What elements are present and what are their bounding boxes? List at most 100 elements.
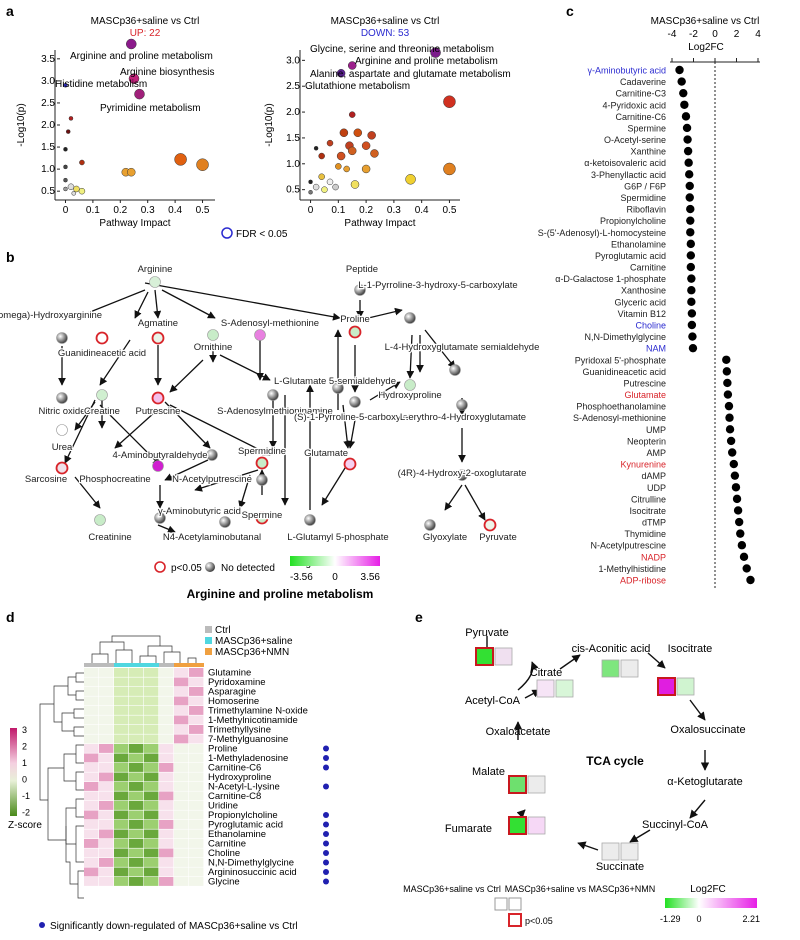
heatmap-cell — [99, 763, 114, 772]
heatmap-cell — [159, 715, 174, 725]
chart-c-row-label: Carnitine — [630, 263, 666, 273]
heatmap-cell — [114, 744, 129, 753]
heatmap-cell — [174, 763, 189, 772]
chart-c-dot — [726, 436, 736, 446]
legend-e-fc-label: Log2FC — [690, 884, 726, 895]
chart-c-row-label: Phosphoethanolamine — [576, 402, 666, 412]
chart-a-right-ytick-label: 1.0 — [286, 159, 300, 170]
chart-c-row-label: Pyridoxal 5'-phosphate — [575, 355, 666, 365]
chart-a-right-xtick-label: 0.3 — [387, 205, 401, 216]
heatmap-cell — [144, 791, 159, 801]
chart-c-xtick-label: -2 — [689, 29, 698, 40]
heatmap-cell — [84, 839, 99, 848]
pathway-node — [343, 457, 357, 471]
chart-c-dot — [725, 425, 735, 434]
heatmap-cell — [174, 706, 189, 715]
tca-box-saline-vs-nmn — [527, 775, 546, 794]
chart-c-dot — [681, 112, 691, 121]
heatmap-row-label: Hydroxyproline — [208, 772, 271, 783]
chart-a-left-xtick-label: 0.3 — [141, 205, 155, 216]
heatmap-cell — [144, 839, 159, 848]
chart-a-right-xtick-label: 0.5 — [442, 205, 456, 216]
heatmap-cell — [129, 687, 144, 696]
chart-a-right-point — [326, 139, 334, 147]
chart-c-row-label: Spermine — [627, 123, 666, 133]
heatmap-row-label: 1-Methyladenosine — [208, 753, 288, 764]
heatmap-cell — [99, 867, 114, 877]
heatmap-cell — [189, 877, 204, 886]
chart-c-row-label: UMP — [646, 425, 666, 435]
significance-dot — [323, 821, 329, 828]
heatmap-cell — [189, 744, 204, 753]
heatmap-row-label: Ethanolamine — [208, 829, 266, 840]
chart-a-right-point — [326, 178, 334, 186]
heatmap-cell — [114, 858, 129, 867]
heatmap-cell — [189, 715, 204, 725]
legend-p-label: p<0.05 — [171, 563, 202, 574]
chart-a-right-title: MASCp36+saline vs Ctrl — [331, 16, 440, 27]
legend-p-symbol — [154, 561, 166, 573]
chart-c-row-label: 1-Methylhistidine — [598, 564, 666, 574]
heatmap-cell — [129, 753, 144, 763]
heatmap-cell — [114, 877, 129, 886]
group-bar-cell — [129, 663, 144, 667]
chart-c-dot — [685, 193, 694, 202]
heatmap-cell — [99, 677, 114, 687]
tca-node-label: Acetyl-CoA — [465, 695, 521, 707]
heatmap-cell — [84, 801, 99, 810]
heatmap-cell — [129, 763, 144, 772]
chart-a-left-point — [63, 147, 68, 152]
heatmap-cell — [84, 753, 99, 763]
tca-node-label: Succinate — [596, 861, 644, 873]
chart-c-row-label: Choline — [635, 321, 666, 331]
chart-a-right-point — [336, 69, 346, 78]
heatmap-cell — [189, 829, 204, 839]
chart-a-left-ytick-label: 3.5 — [41, 54, 55, 65]
legend-saline-swatch — [205, 637, 212, 644]
tca-node-label: cis-Aconitic acid — [572, 643, 651, 655]
heatmap-cell — [84, 877, 99, 886]
pathway-node-label: N-Acetylputrescine — [172, 474, 252, 485]
heatmap-cell — [174, 677, 189, 687]
column-dendrogram — [91, 635, 197, 664]
pathway-node-label: Creatine — [84, 406, 120, 417]
heatmap-cell — [129, 848, 144, 858]
group-bar-cell — [99, 663, 114, 667]
chart-a-right-point — [335, 163, 342, 170]
heatmap-cell — [174, 668, 189, 677]
tca-box-saline-vs-ctrl — [508, 775, 527, 794]
heatmap-cell — [129, 734, 144, 744]
chart-a-right-xtick-label: 0 — [308, 205, 314, 216]
chart-c-row-label: Xanthine — [630, 147, 666, 157]
heatmap-cell — [84, 772, 99, 782]
chart-c-row-label: NAM — [646, 344, 666, 354]
heatmap-cell — [114, 820, 129, 829]
pathway-node — [255, 511, 269, 525]
heatmap-row-label: 1-Methylnicotinamide — [208, 715, 298, 726]
chart-c-row-label: AMP — [646, 448, 666, 458]
heatmap-cell — [129, 877, 144, 886]
chart-a-right-annot-1: Glycine, serine and threonine metabolism — [310, 44, 494, 55]
pathway-node-label: N(omega)-Hydroxyarginine — [0, 310, 102, 321]
zscore-scale — [10, 728, 17, 816]
chart-c-row-label: Vitamin B12 — [618, 309, 666, 319]
chart-a-right-ytick-label: 0.5 — [286, 185, 300, 196]
heatmap-row-label: Choline — [208, 848, 240, 859]
chart-a-left-point — [174, 153, 187, 166]
heatmap-row-label: Propionylcholine — [208, 810, 278, 821]
heatmap-row-label: Proline — [208, 744, 238, 755]
chart-a-right-point — [347, 61, 357, 70]
chart-c-dot — [736, 529, 745, 538]
chart-c-row-label: α-D-Galactose 1-phosphate — [555, 274, 666, 284]
heatmap-cell — [189, 839, 204, 848]
chart-c-dot — [686, 216, 695, 225]
chart-c-dot — [675, 65, 684, 75]
heatmap-cell — [159, 677, 174, 687]
heatmap-cell — [189, 791, 204, 801]
chart-c-dot — [684, 158, 693, 167]
pathway-title: Arginine and proline metabolism — [187, 587, 374, 601]
chart-c-row-label: Glutamate — [624, 390, 666, 400]
pathway-node — [304, 514, 316, 526]
chart-a-left-point — [71, 191, 76, 196]
